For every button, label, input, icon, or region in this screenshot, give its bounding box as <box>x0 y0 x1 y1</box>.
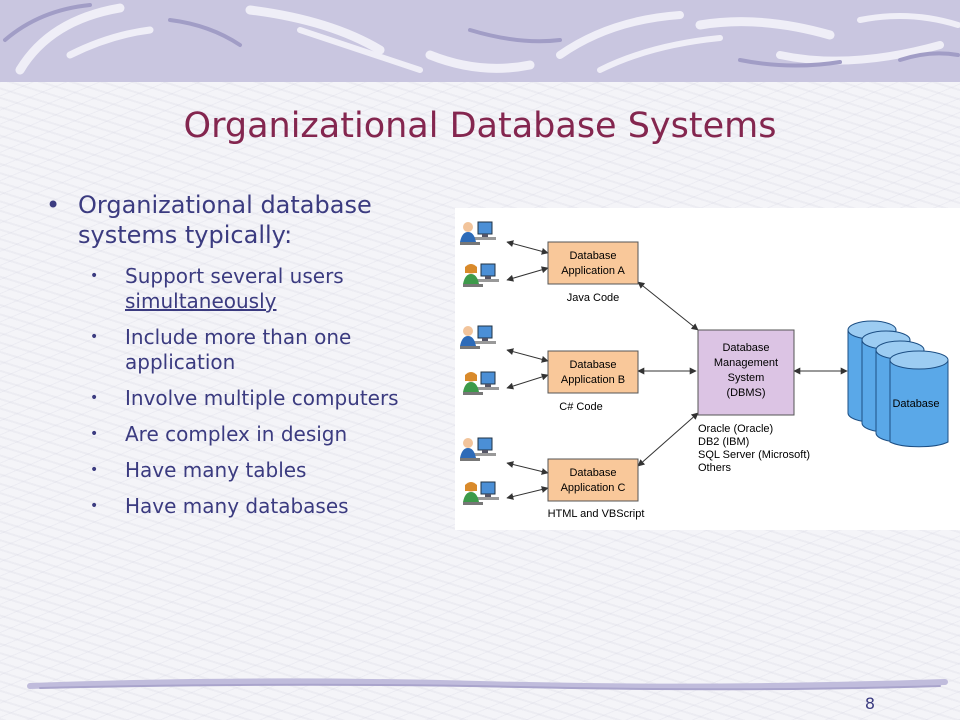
app-a-box <box>547 241 639 285</box>
sub-bullet-text: Have many tables <box>125 458 307 482</box>
decorative-top-band <box>0 0 960 82</box>
user-at-computer-icon <box>459 325 497 350</box>
sub-bullet: • Include more than one application <box>40 325 440 375</box>
app-c-box <box>547 458 639 502</box>
app-a-line2: Application A <box>561 265 625 277</box>
bullet-dot-icon: • <box>90 498 99 514</box>
app-b-line2: Application B <box>561 374 625 386</box>
bullet-dot-icon: • <box>90 268 99 284</box>
bullet-dot-icon: • <box>90 390 99 406</box>
dbms-vendor: Oracle (Oracle) <box>698 423 773 435</box>
app-b-box <box>547 350 639 394</box>
bullet-dot-icon: • <box>46 191 61 219</box>
diagram-canvas: Database Application A Java Code Databas… <box>459 221 949 520</box>
sub-bullet-underlined-text: simultaneously <box>125 289 277 313</box>
sub-bullet: • Are complex in design <box>40 422 440 447</box>
sub-bullet-text: Include more than one application <box>125 325 352 374</box>
app-a-line1: Database <box>569 250 616 262</box>
bullet-dot-icon: • <box>90 329 99 345</box>
bullet-main: • Organizational database systems typica… <box>40 190 440 250</box>
dbms-line2: Management <box>714 357 778 369</box>
app-a-code: Java Code <box>567 292 620 304</box>
sub-bullet-text: Have many databases <box>125 494 349 518</box>
page-number: 8 <box>864 694 876 713</box>
sub-bullet: • Have many tables <box>40 458 440 483</box>
user-at-computer-icon <box>462 263 500 288</box>
sub-bullet-text: Involve multiple computers <box>125 386 399 410</box>
sub-bullet: • Have many databases <box>40 494 440 519</box>
app-c-line2: Application C <box>561 482 626 494</box>
dbms-line4: (DBMS) <box>726 387 765 399</box>
bullet-dot-icon: • <box>90 426 99 442</box>
sub-bullet-list: • Support several users simultaneously •… <box>40 264 440 519</box>
sub-bullet-text: Support several users <box>125 264 344 288</box>
user-at-computer-icon <box>462 371 500 396</box>
bullet-list: • Organizational database systems typica… <box>40 190 440 530</box>
dbms-box <box>697 329 795 416</box>
dbms-line3: System <box>728 372 765 384</box>
app-c-code: HTML and VBScript <box>548 508 645 520</box>
bullet-dot-icon: • <box>90 462 99 478</box>
database-label: Database <box>892 398 939 410</box>
sub-bullet: • Support several users simultaneously <box>40 264 440 314</box>
dbms-vendor: DB2 (IBM) <box>698 436 749 448</box>
architecture-diagram: Database Application A Java Code Databas… <box>455 208 960 530</box>
user-at-computer-icon <box>459 437 497 462</box>
database-cylinder-icon <box>847 320 949 448</box>
dbms-vendor: Others <box>698 462 732 474</box>
sub-bullet: • Involve multiple computers <box>40 386 440 411</box>
bullet-main-text: Organizational database systems typicall… <box>78 191 372 249</box>
app-c-line1: Database <box>569 467 616 479</box>
sub-bullet-text: Are complex in design <box>125 422 348 446</box>
app-b-code: C# Code <box>559 401 602 413</box>
slide-title: Organizational Database Systems <box>183 106 777 146</box>
decorative-bottom-band <box>27 678 948 691</box>
dbms-vendor: SQL Server (Microsoft) <box>698 449 810 461</box>
app-b-line1: Database <box>569 359 616 371</box>
dbms-line1: Database <box>722 342 769 354</box>
user-at-computer-icon <box>459 221 497 246</box>
user-at-computer-icon <box>462 481 500 506</box>
